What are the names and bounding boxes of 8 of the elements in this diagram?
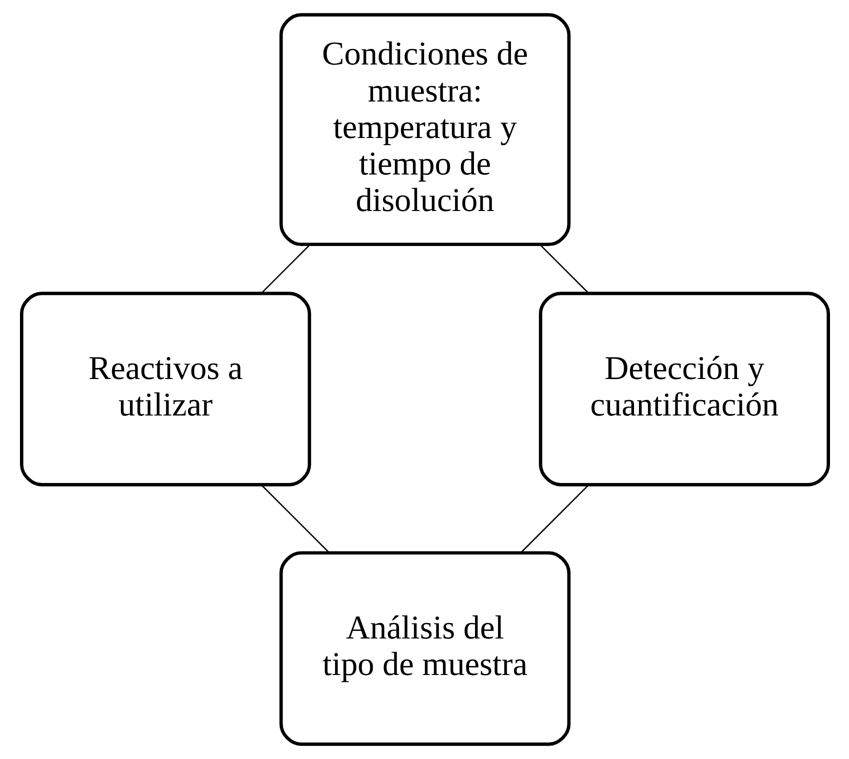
node-box: Condiciones de muestra: temperatura y tiempo de disolución — [278, 13, 570, 246]
connector — [539, 244, 588, 294]
node-box: Detección y cuantificación — [538, 292, 830, 486]
connector — [260, 484, 330, 554]
node-box: Análisis del tipo de muestra — [278, 551, 570, 746]
connector — [520, 484, 589, 554]
connector — [260, 244, 310, 294]
node-box: Reactivos a utilizar — [20, 292, 311, 486]
